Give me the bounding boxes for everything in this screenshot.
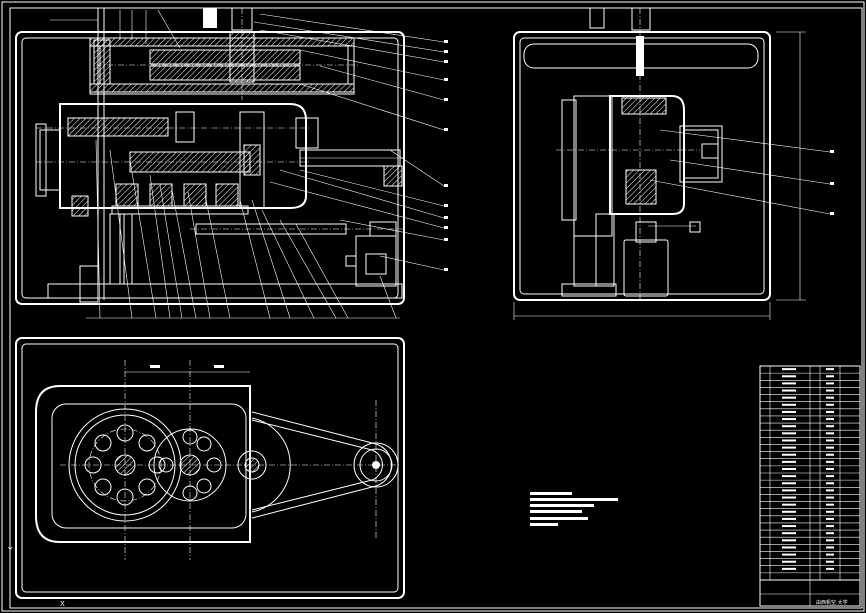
parts-list-cell-mark xyxy=(826,382,834,385)
parts-list-cell-mark xyxy=(826,410,834,413)
parts-list-cell-mark xyxy=(782,425,796,428)
parts-list-cell-mark xyxy=(826,489,834,492)
parts-list-cell-mark xyxy=(826,403,834,406)
parts-list-cell-mark xyxy=(782,468,796,470)
technical-notes xyxy=(530,492,618,526)
parts-list-cell-mark xyxy=(782,418,796,421)
parts-list-cell-mark xyxy=(826,503,834,506)
parts-list-cell-mark xyxy=(782,482,796,485)
parts-list-cell-mark xyxy=(826,396,834,399)
parts-list-cell-mark xyxy=(826,446,834,449)
parts-list-cell-mark xyxy=(826,532,834,535)
parts-list-cell-mark xyxy=(782,546,796,549)
svg-text:Y: Y xyxy=(7,546,13,554)
parts-list-cell-mark xyxy=(782,510,796,513)
parts-list-cell-mark xyxy=(782,560,796,563)
parts-list-cell-mark xyxy=(826,560,834,563)
parts-list-cell-mark xyxy=(826,468,834,470)
parts-list-table xyxy=(759,365,861,607)
parts-list-cell-mark xyxy=(826,389,834,392)
parts-list-cell-mark xyxy=(782,517,796,520)
front-view xyxy=(15,7,448,319)
parts-list-cell-mark xyxy=(782,496,796,499)
parts-list-cell-mark xyxy=(826,496,834,499)
parts-list-cell-mark xyxy=(782,389,796,392)
parts-list-cell-mark xyxy=(782,403,796,406)
parts-list-cell-mark xyxy=(782,475,796,478)
parts-list-cell-mark xyxy=(826,375,834,378)
parts-list-cell-mark xyxy=(782,460,796,463)
parts-list-cell-mark xyxy=(782,446,796,449)
parts-list-cell-mark xyxy=(782,432,796,435)
parts-list-cell-mark xyxy=(826,539,834,542)
parts-list-cell-mark xyxy=(826,525,834,528)
parts-list-cell-mark xyxy=(782,503,796,506)
parts-list-cell-mark xyxy=(782,410,796,413)
parts-list-cell-mark xyxy=(782,368,796,371)
top-view: Y X xyxy=(7,337,405,608)
parts-list-cell-mark xyxy=(826,482,834,485)
parts-list-cell-mark xyxy=(826,432,834,435)
institution-name: 由西帆空 大学 xyxy=(816,599,848,606)
parts-list-cell-mark xyxy=(826,460,834,463)
parts-list-cell-mark xyxy=(826,439,834,442)
parts-list-cell-mark xyxy=(782,567,796,570)
parts-list-cell-mark xyxy=(826,553,834,556)
parts-list-cell-mark xyxy=(826,475,834,478)
parts-list-cell-mark xyxy=(826,418,834,421)
parts-list-cell-mark xyxy=(826,510,834,513)
svg-text:X: X xyxy=(60,600,65,608)
parts-list-cell-mark xyxy=(782,539,796,542)
parts-list-cell-mark xyxy=(782,553,796,556)
parts-list-cell-mark xyxy=(826,517,834,520)
parts-list-cell-mark xyxy=(782,489,796,492)
side-view xyxy=(513,7,834,320)
parts-list-cell-mark xyxy=(782,525,796,528)
parts-list-cell-mark xyxy=(826,425,834,428)
parts-list-cell-mark xyxy=(782,396,796,399)
parts-list-cell-mark xyxy=(782,532,796,535)
parts-list-cell-mark xyxy=(826,368,834,371)
parts-list-cell-mark xyxy=(782,382,796,385)
parts-list-cell-mark xyxy=(782,453,796,456)
parts-list-cell-mark xyxy=(826,567,834,570)
parts-list-cell-mark xyxy=(782,375,796,378)
parts-list-cell-mark xyxy=(826,546,834,549)
parts-list-cell-mark xyxy=(826,453,834,456)
parts-list-cell-mark xyxy=(782,439,796,442)
